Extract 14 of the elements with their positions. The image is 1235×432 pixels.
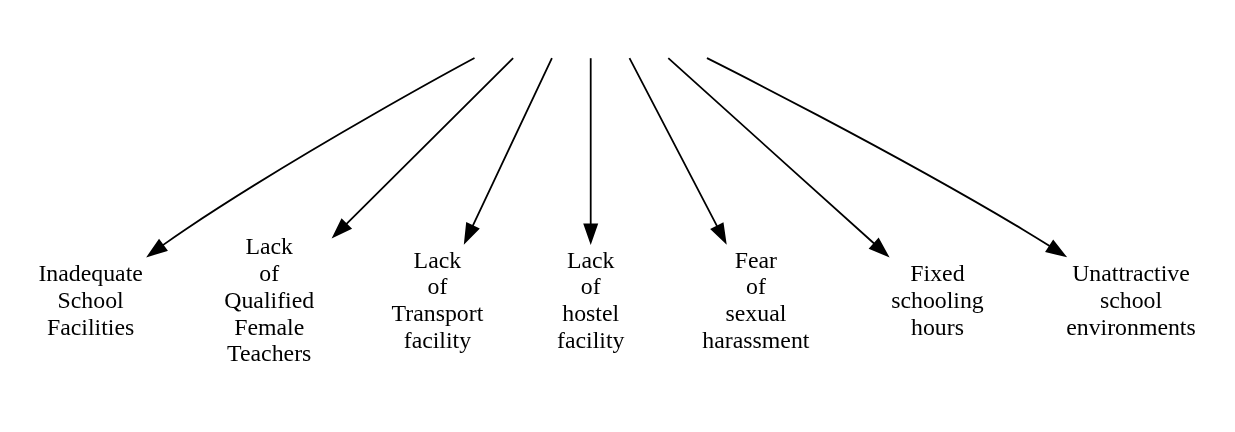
arrow xyxy=(583,57,599,245)
arrow xyxy=(667,57,890,258)
arrow xyxy=(706,57,1068,258)
arrow xyxy=(463,57,553,245)
node-text: Unattractive school environments xyxy=(1066,259,1196,340)
arrow xyxy=(331,57,515,239)
node-text: Lack of Transport facility xyxy=(391,246,484,353)
arrow xyxy=(146,57,476,258)
node-text: Lack of hostel facility xyxy=(557,246,625,353)
node-text: Fixed schooling hours xyxy=(891,259,984,340)
node-text: Fear of sexual harassment xyxy=(702,246,810,353)
arrow xyxy=(628,57,727,245)
node-text: Lack of Qualified Female Teachers xyxy=(224,233,315,367)
node-text: Inadequate School Facilities xyxy=(38,259,143,340)
